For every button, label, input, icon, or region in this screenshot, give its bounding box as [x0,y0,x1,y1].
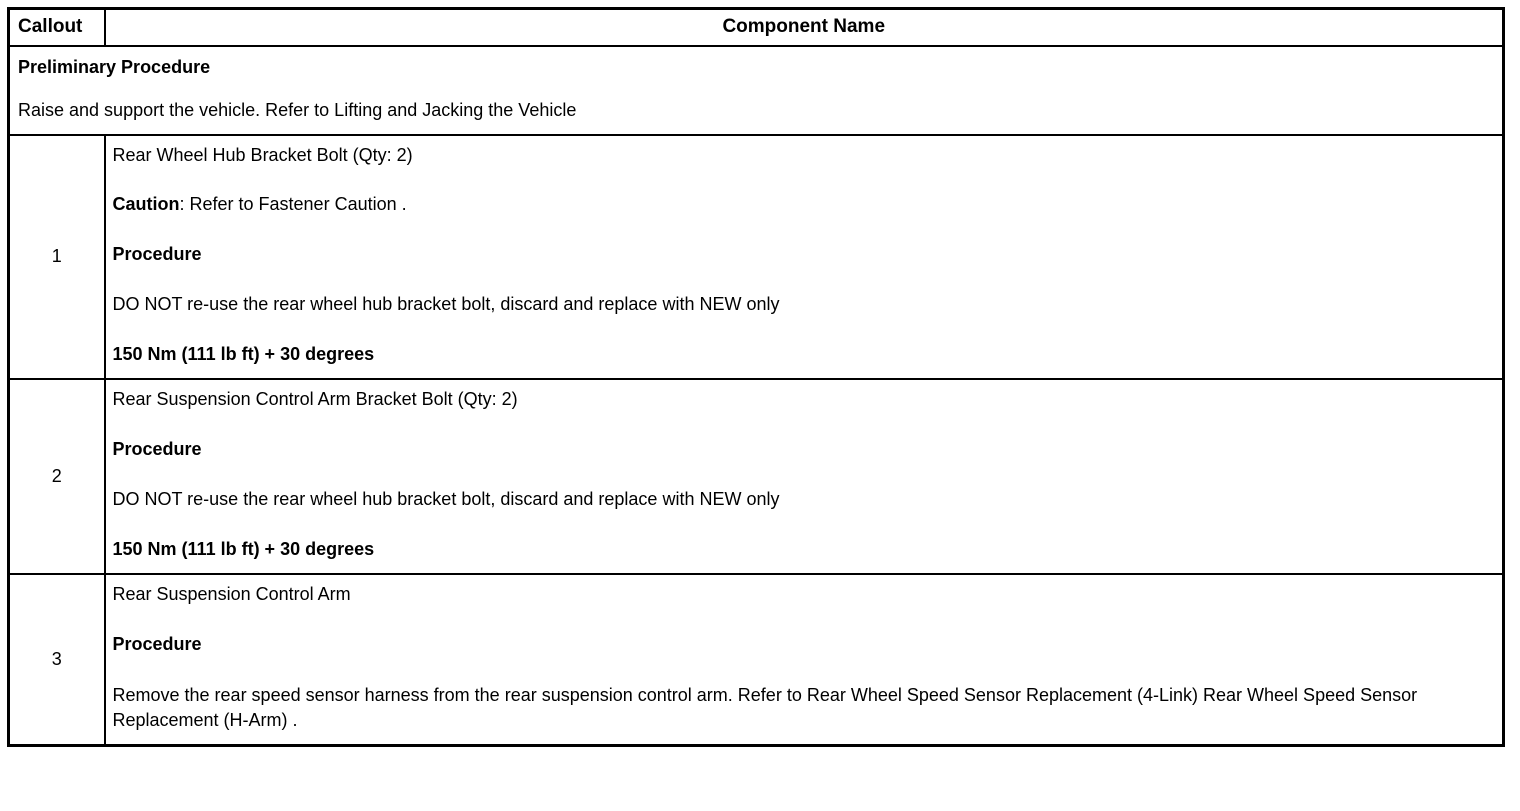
component-callout-table: Callout Component Name Preliminary Proce… [7,7,1505,747]
component-details-3: Rear Suspension Control Arm Procedure Re… [103,573,1505,747]
component-name-3: Rear Suspension Control Arm [112,584,351,605]
component-name-1: Rear Wheel Hub Bracket Bolt (Qty: 2) [112,144,413,165]
procedure-label-1: Procedure [112,244,202,265]
procedure-label-3: Procedure [112,634,202,655]
caution-label-1: Caution [112,194,180,215]
callout-number-1: 1 [7,133,106,381]
table-row: 1 Rear Wheel Hub Bracket Bolt (Qty: 2) C… [7,133,1505,381]
preliminary-procedure-text: Raise and support the vehicle. Refer to … [18,100,577,121]
component-details-2: Rear Suspension Control Arm Bracket Bolt… [103,378,1505,576]
table-row: 3 Rear Suspension Control Arm Procedure … [7,573,1505,747]
procedure-text-2: DO NOT re-use the rear wheel hub bracket… [112,488,780,509]
table-header-row: Callout Component Name [7,7,1505,47]
caution-text-1: : Refer to Fastener Caution . [179,194,407,215]
preliminary-procedure-title: Preliminary Procedure [18,56,211,77]
component-details-1: Rear Wheel Hub Bracket Bolt (Qty: 2) Cau… [103,133,1505,381]
table-row: 2 Rear Suspension Control Arm Bracket Bo… [7,378,1505,576]
procedure-text-3: Remove the rear speed sensor harness fro… [112,684,1418,731]
torque-spec-2: 150 Nm (111 lb ft) + 30 degrees [112,538,375,559]
column-header-component-name: Component Name [103,7,1505,47]
callout-number-3: 3 [7,573,106,747]
component-name-2: Rear Suspension Control Arm Bracket Bolt… [112,389,518,410]
callout-number-2: 2 [7,378,106,576]
preliminary-procedure-cell: Preliminary Procedure Raise and support … [7,44,1505,136]
procedure-text-1: DO NOT re-use the rear wheel hub bracket… [112,293,780,314]
document-page: Callout Component Name Preliminary Proce… [0,7,1520,811]
procedure-label-2: Procedure [112,439,202,460]
preliminary-procedure-row: Preliminary Procedure Raise and support … [7,44,1505,136]
caution-note-1: Caution: Refer to Fastener Caution . [113,193,1495,217]
column-header-callout: Callout [7,7,106,47]
torque-spec-1: 150 Nm (111 lb ft) + 30 degrees [112,343,375,364]
